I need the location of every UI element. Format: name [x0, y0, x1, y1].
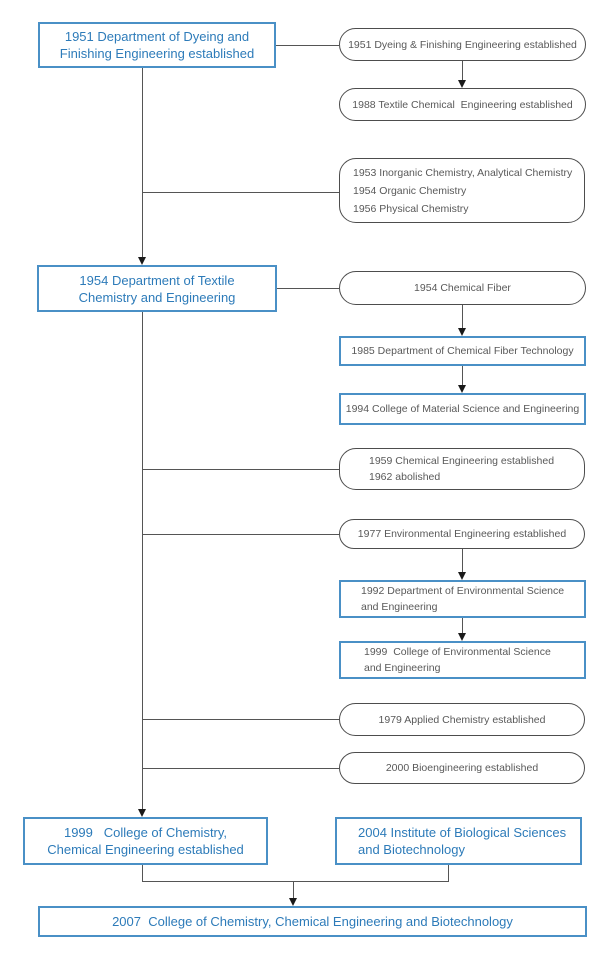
arrowhead-into-1994: [458, 385, 466, 393]
node-text-line: 1953 Inorganic Chemistry, Analytical Che…: [353, 166, 573, 179]
node-1999-environmental-college: 1999 College of Environmental Science an…: [339, 641, 586, 679]
node-text-line: and Biotechnology: [358, 842, 465, 857]
node-1951-dyeing-finishing-dept: 1951 Department of Dyeing and Finishing …: [38, 22, 276, 68]
node-1992-environmental-dept: 1992 Department of Environmental Science…: [339, 580, 586, 618]
node-text-line: 1951 Department of Dyeing and: [64, 29, 250, 44]
node-text-line: 1992 Department of Environmental Science: [361, 585, 565, 597]
connector-branch-2000: [142, 768, 339, 769]
node-1959-chemical-engineering: 1959 Chemical Engineering established 19…: [339, 448, 585, 490]
connector-merge-left-drop: [142, 865, 143, 882]
node-1954-chemical-fiber: 1954 Chemical Fiber: [339, 271, 586, 305]
connector-branch-1977: [142, 534, 339, 535]
node-text-line: 1979 Applied Chemistry established: [378, 713, 546, 726]
arrowhead-into-1999-college: [138, 809, 146, 817]
connector-dyeing-est-to-1988: [462, 61, 463, 81]
node-2000-bioengineering: 2000 Bioengineering established: [339, 752, 585, 784]
node-text-line: 1962 abolished: [369, 471, 441, 483]
node-1999-chemistry-college: 1999 College of Chemistry, Chemical Engi…: [23, 817, 268, 865]
node-1988-textile-chemical-eng: 1988 Textile Chemical Engineering establ…: [339, 88, 586, 121]
connector-1992-to-1999env: [462, 618, 463, 634]
connector-trunk-1951-to-1954: [142, 68, 143, 258]
node-text-line: 1999 College of Chemistry,: [63, 825, 228, 840]
node-1953-chemistry-courses: 1953 Inorganic Chemistry, Analytical Che…: [339, 158, 585, 223]
node-text-line: 1985 Department of Chemical Fiber Techno…: [351, 345, 574, 357]
node-text-line: 1954 Chemical Fiber: [414, 282, 511, 294]
connector-merge-horizontal: [142, 881, 449, 882]
node-1985-chemical-fiber-dept: 1985 Department of Chemical Fiber Techno…: [339, 336, 586, 366]
connector-trunk-1954-to-1999: [142, 312, 143, 810]
node-text-line: 1954 Department of Textile: [79, 272, 235, 288]
connector-1977-to-1992: [462, 549, 463, 573]
node-text-line: 2007 College of Chemistry, Chemical Engi…: [112, 914, 513, 929]
node-2004-biological-institute: 2004 Institute of Biological Sciences an…: [335, 817, 582, 865]
node-text-line: and Engineering: [361, 601, 438, 613]
node-1951-dyeing-established: 1951 Dyeing & Finishing Engineering esta…: [339, 28, 586, 61]
arrowhead-into-1992: [458, 572, 466, 580]
connector-1951-to-dyeing-est: [276, 45, 339, 46]
arrowhead-into-1985: [458, 328, 466, 336]
node-1994-material-college: 1994 College of Material Science and Eng…: [339, 393, 586, 425]
arrowhead-into-1988: [458, 80, 466, 88]
node-text-line: 1959 Chemical Engineering established: [369, 455, 555, 467]
connector-merge-to-2007: [293, 882, 294, 898]
connector-1954-to-chemical-fiber: [277, 288, 339, 289]
node-text-line: 1977 Environmental Engineering establish…: [357, 528, 567, 540]
node-1954-textile-chemistry-dept: 1954 Department of Textile Chemistry and…: [37, 265, 277, 312]
connector-branch-1959: [142, 469, 339, 470]
node-text-line: and Engineering: [364, 662, 441, 674]
connector-branch-1953-courses: [142, 192, 339, 193]
connector-1985-to-1994: [462, 366, 463, 386]
node-text-line: 1956 Physical Chemistry: [353, 202, 469, 215]
node-text-line: 2004 Institute of Biological Sciences: [358, 825, 567, 840]
arrowhead-into-1999env: [458, 633, 466, 641]
node-text-line: Finishing Engineering established: [59, 46, 255, 61]
node-text-line: 1999 College of Environmental Science: [364, 646, 551, 658]
node-text-line: 1988 Textile Chemical Engineering establ…: [352, 98, 573, 111]
node-text-line: 1954 Organic Chemistry: [353, 184, 467, 197]
node-text-line: 1994 College of Material Science and Eng…: [345, 403, 580, 415]
node-text-line: Chemical Engineering established: [47, 842, 244, 857]
arrowhead-into-1954-dept: [138, 257, 146, 265]
node-text-line: Chemistry and Engineering: [78, 289, 236, 305]
connector-merge-right-drop: [448, 865, 449, 882]
node-text-line: 2000 Bioengineering established: [385, 762, 539, 774]
connector-fiber-to-1985: [462, 305, 463, 329]
node-2007-final-college: 2007 College of Chemistry, Chemical Engi…: [38, 906, 587, 937]
connector-branch-1979: [142, 719, 339, 720]
arrowhead-into-2007: [289, 898, 297, 906]
node-text-line: 1951 Dyeing & Finishing Engineering esta…: [348, 38, 577, 51]
node-1977-environmental-engineering: 1977 Environmental Engineering establish…: [339, 519, 585, 549]
node-1979-applied-chemistry: 1979 Applied Chemistry established: [339, 703, 585, 736]
